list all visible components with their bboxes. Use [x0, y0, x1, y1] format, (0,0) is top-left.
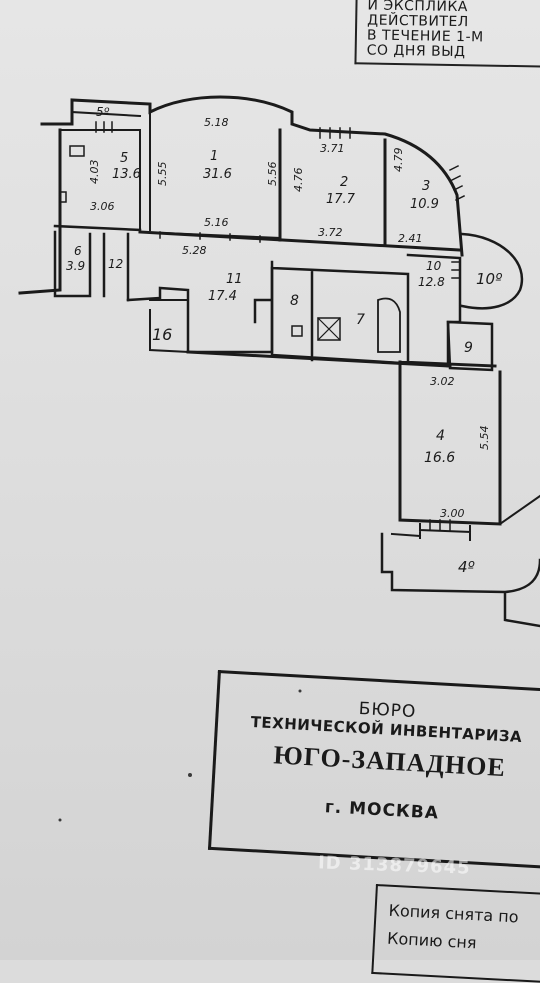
bti-stamp-line-3: ЮГО-ЗАПАДНОЕ — [272, 740, 507, 783]
bti-stamp-line-4: г. МОСКВА — [324, 797, 440, 824]
dim-5-55: 5.55 — [156, 162, 169, 187]
dim-5-56: 5.56 — [266, 162, 279, 187]
dim-5-18: 5.18 — [204, 116, 229, 129]
dim-4-76: 4.76 — [292, 168, 305, 193]
wall-9 — [446, 320, 494, 372]
dim-5-54: 5.54 — [478, 426, 491, 451]
room-9-number: 9 — [464, 340, 473, 356]
dim-2-41: 2.41 — [398, 232, 423, 245]
room-5-area: 13.6 — [112, 167, 141, 182]
wall-lower-run — [186, 350, 452, 368]
bathtub — [377, 297, 401, 353]
dim-3-06: 3.06 — [90, 200, 115, 213]
dim-4-79: 4.79 — [392, 148, 405, 173]
room-2-number: 2 — [340, 175, 348, 190]
dim-5-16: 5.16 — [204, 216, 229, 229]
shower-box — [317, 317, 341, 341]
dimension-labels: 5.18 5.55 5.56 5.16 5.28 4.03 3.06 3.71 … — [88, 116, 491, 520]
room-8-number: 8 — [290, 293, 299, 309]
wall-bath — [270, 266, 452, 368]
sink-8 — [291, 325, 303, 337]
dim-3-72: 3.72 — [318, 226, 343, 239]
room-3-number: 3 — [422, 179, 430, 194]
balcony-right-label: 10º — [476, 270, 502, 288]
wall-row-mid — [138, 230, 462, 252]
room-6-number: 6 — [74, 244, 82, 258]
shower-cross — [317, 317, 341, 341]
room-2-area: 17.7 — [326, 192, 356, 207]
room-4-number: 4 — [436, 428, 445, 444]
room-6-area: 3.9 — [66, 259, 85, 273]
stair-label: 16 — [152, 325, 172, 344]
room-4-area: 16.6 — [424, 450, 455, 466]
room-1-area: 31.6 — [203, 167, 232, 182]
room-7-number: 7 — [356, 312, 365, 328]
balcony-top-label: 5º — [96, 105, 110, 119]
dim-3-02: 3.02 — [430, 375, 455, 388]
dim-3-00: 3.00 — [440, 507, 465, 520]
room5-vent — [59, 191, 67, 203]
balcony-bottom-top — [390, 494, 540, 538]
room-11-number: 11 — [226, 272, 243, 287]
room-5-number: 5 — [120, 151, 128, 166]
room-12-number: 12 — [108, 257, 123, 271]
wall-16 — [149, 299, 190, 354]
room-10-number: 10 — [426, 259, 442, 273]
room-11-area: 17.4 — [208, 289, 237, 304]
room-labels: 5 13.6 1 31.6 2 17.7 3 10.9 6 3.9 12 11 … — [66, 105, 502, 576]
wall-4-window — [418, 523, 472, 541]
room-3-area: 10.9 — [410, 197, 439, 212]
balcony-bottom-label: 4º — [458, 558, 475, 576]
scanned-paper — [0, 0, 540, 960]
dim-4-03: 4.03 — [88, 160, 101, 185]
paper-specks — [58, 689, 302, 822]
wall-5-bottom — [53, 224, 142, 232]
window-marks — [95, 121, 466, 531]
wall-6 — [53, 230, 130, 302]
room-1-number: 1 — [210, 149, 218, 164]
dim-3-71: 3.71 — [320, 142, 345, 155]
balcony-bottom — [380, 532, 540, 628]
floor-plan: 5 13.6 1 31.6 2 17.7 3 10.9 6 3.9 12 11 … — [18, 95, 540, 822]
balcony-top — [70, 99, 142, 125]
dim-5-28: 5.28 — [182, 244, 207, 257]
copy-stamp: Копия снята по Копию сня — [371, 884, 540, 983]
wall-outer-top — [40, 95, 464, 257]
room5-fixture — [69, 145, 85, 157]
bti-stamp: БЮРО ТЕХНИЧЕСКОЙ ИНВЕНТАРИЗА ЮГО-ЗАПАДНО… — [207, 670, 540, 869]
wall-outer-left — [18, 128, 62, 295]
balcony-right — [460, 232, 524, 310]
room-10-area: 12.8 — [418, 275, 445, 289]
